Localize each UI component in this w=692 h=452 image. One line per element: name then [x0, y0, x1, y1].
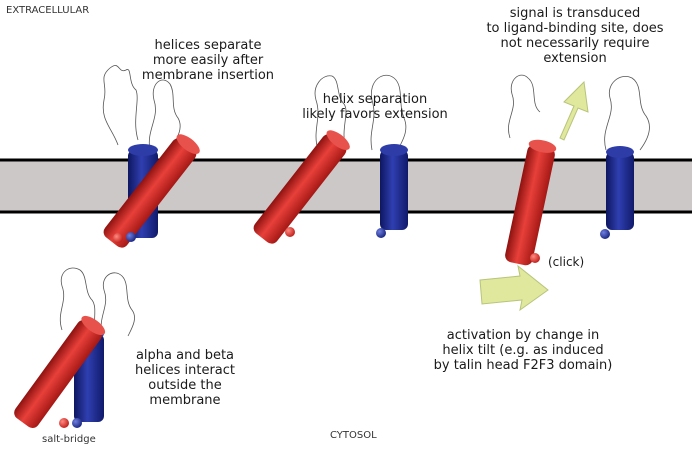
- helix-pair-2: [253, 130, 408, 244]
- ectodomain-3a: [508, 74, 541, 139]
- cytosol-label: CYTOSOL: [330, 430, 377, 441]
- red-residue-1: [113, 233, 123, 243]
- arrow-right: [479, 264, 549, 312]
- arrow-up: [559, 80, 589, 141]
- alpha-helix-3-cap: [528, 139, 557, 153]
- red-residue-4: [59, 418, 69, 428]
- ectodomain-2a: [314, 75, 347, 151]
- blue-residue-4: [72, 418, 82, 428]
- blue-residue-1: [126, 232, 136, 242]
- salt-bridge-label: salt-bridge: [42, 434, 96, 445]
- membrane-band: [0, 160, 692, 212]
- helix-pair-4: [14, 315, 106, 428]
- annotation-signal-transduced: signal is transduced to ligand-binding s…: [486, 6, 664, 66]
- beta-helix-2-cap: [380, 144, 408, 156]
- annotation-click: (click): [548, 255, 585, 269]
- annotation-separation-extension: helix separation likely favors extension: [302, 92, 448, 122]
- ectodomain-1b: [148, 79, 181, 151]
- ectodomain-1a: [102, 65, 139, 146]
- arrows: [479, 80, 589, 312]
- extracellular-domains: [59, 65, 650, 337]
- alpha-helix-3: [505, 144, 555, 266]
- annotation-helices-separate: helices separate more easily after membr…: [141, 38, 275, 83]
- extracellular-label: EXTRACELLULAR: [6, 5, 90, 16]
- blue-residue-2: [376, 228, 386, 238]
- alpha-helix-1: [103, 138, 197, 248]
- blue-residue-3: [600, 229, 610, 239]
- beta-helix-3: [606, 152, 634, 230]
- beta-helix-2: [380, 150, 408, 230]
- beta-helix-3-cap: [606, 146, 634, 158]
- helix-pair-3: [505, 139, 634, 266]
- alpha-helix-4-cap: [81, 315, 106, 336]
- annotation-activation: activation by change in helix tilt (e.g.…: [433, 328, 613, 373]
- ectodomain-2b: [370, 74, 407, 151]
- beta-helix-1-cap: [128, 144, 158, 156]
- membrane: [0, 158, 692, 214]
- alpha-helix-1-cap: [176, 134, 200, 154]
- annotation-alpha-beta: alpha and beta helices interact outside …: [134, 348, 235, 408]
- red-residue-3: [530, 253, 540, 263]
- alpha-helix-2-cap: [326, 130, 350, 150]
- alpha-helix-4: [14, 320, 102, 428]
- ectodomain-3b: [604, 76, 650, 151]
- ectodomain-4b: [100, 272, 135, 337]
- ectodomain-4a: [59, 267, 97, 335]
- alpha-helix-2: [253, 134, 347, 244]
- helix-pair-1: [103, 134, 200, 248]
- red-residue-2: [285, 227, 295, 237]
